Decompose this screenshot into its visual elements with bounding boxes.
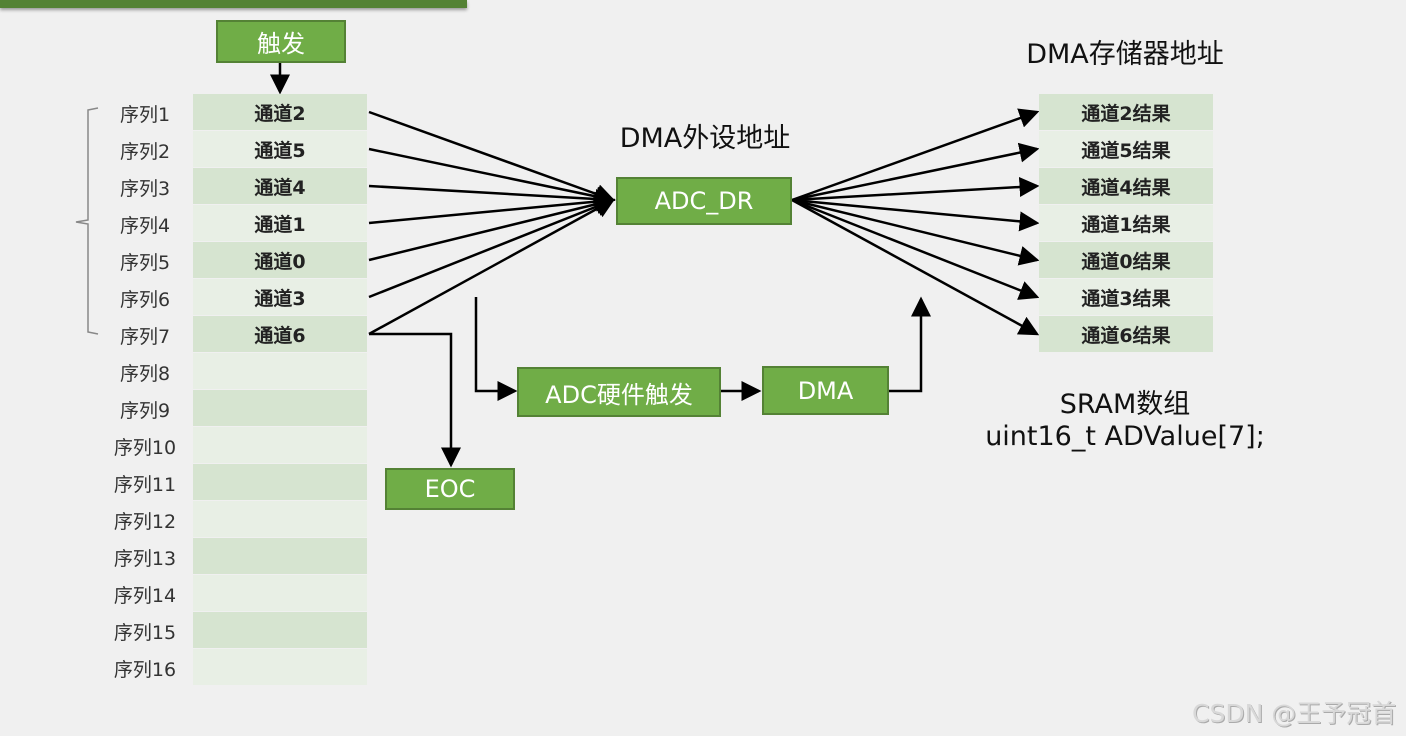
dma-up-arrow <box>889 296 931 393</box>
result-slot: 通道4结果 <box>1039 168 1213 204</box>
top-bar <box>0 0 467 8</box>
sequence-slot: 通道2 <box>193 94 367 130</box>
dma-memory-title: DMA存储器地址 <box>1026 39 1224 70</box>
sequence-label: 序列9 <box>119 400 171 422</box>
result-slot: 通道3结果 <box>1039 279 1213 315</box>
adc-dr-to-result-arrow <box>791 198 1040 266</box>
result-slot: 通道1结果 <box>1039 205 1213 241</box>
sequence-slot <box>193 390 367 426</box>
sram-title: SRAM数组 <box>1059 389 1191 420</box>
channel-to-adc-dr-arrow <box>368 198 616 336</box>
channel-to-adc-dr-arrow <box>368 197 616 299</box>
sequence-label: 序列11 <box>113 474 177 496</box>
sequence-slot <box>193 612 367 648</box>
sequence-label: 序列8 <box>119 363 171 385</box>
sequence-slot <box>193 353 367 389</box>
trigger-box: 触发 <box>216 20 346 63</box>
sequence-slot: 通道3 <box>193 279 367 315</box>
channel-to-adc-dr-arrow <box>368 147 616 207</box>
sequence-label: 序列4 <box>119 215 171 237</box>
adc-dr-to-result-arrow <box>791 198 1040 300</box>
dma-peripheral-title: DMA外设地址 <box>619 123 791 154</box>
sequence-slot: 通道6 <box>193 316 367 352</box>
adc-dr-to-result-arrow <box>791 198 1040 232</box>
sequence-label: 序列1 <box>119 104 171 126</box>
adc-dr-to-result-arrow <box>791 142 1040 202</box>
adc-dr-to-result-arrow <box>791 198 1040 336</box>
sequence-slot: 通道0 <box>193 242 367 278</box>
sequence-label: 序列15 <box>113 622 177 644</box>
dma-box: DMA <box>762 366 889 415</box>
sequence-label: 序列10 <box>113 437 177 459</box>
adc-dr-to-result-arrow <box>791 108 1040 202</box>
adc-dr-box: ADC_DR <box>616 177 792 225</box>
sequence-label: 序列5 <box>119 252 171 274</box>
sequence-label: 序列7 <box>119 326 171 348</box>
watermark: CSDN @王予冠首 <box>1192 699 1397 728</box>
result-slot: 通道0结果 <box>1039 242 1213 278</box>
sequence-slot: 通道5 <box>193 131 367 167</box>
sequence-slot <box>193 501 367 537</box>
sequence-slot <box>193 464 367 500</box>
result-slot: 通道5结果 <box>1039 131 1213 167</box>
sequence-label: 序列13 <box>113 548 177 570</box>
sequence-label: 序列14 <box>113 585 177 607</box>
result-slot: 通道6结果 <box>1039 316 1213 352</box>
channel-to-adc-dr-arrow <box>368 184 616 209</box>
result-slot: 通道2结果 <box>1039 94 1213 130</box>
channel-to-adc-dr-arrow <box>368 110 616 204</box>
sequence-label: 序列6 <box>119 289 171 311</box>
sequence-label: 序列2 <box>119 141 171 163</box>
adc-dr-to-result-arrow <box>791 177 1040 202</box>
sequence-slot <box>193 575 367 611</box>
sequence-slot <box>193 649 367 685</box>
sram-code: uint16_t ADValue[7]; <box>985 421 1265 452</box>
channel-to-adc-dr-arrow <box>368 191 616 225</box>
channel-to-adc-dr-arrow <box>368 194 616 262</box>
sequence-label: 序列12 <box>113 511 177 533</box>
hw-trigger-arrow <box>474 297 518 401</box>
adc-hw-trigger-box: ADC硬件触发 <box>517 367 721 417</box>
eoc-box: EOC <box>385 468 515 510</box>
sequence-label: 序列16 <box>113 659 177 681</box>
sequence-slot <box>193 538 367 574</box>
sequence-slot: 通道1 <box>193 205 367 241</box>
sequence-slot: 通道4 <box>193 168 367 204</box>
bracket <box>75 107 99 335</box>
sequence-label: 序列3 <box>119 178 171 200</box>
eoc-arrow <box>369 332 461 468</box>
sequence-slot <box>193 427 367 463</box>
